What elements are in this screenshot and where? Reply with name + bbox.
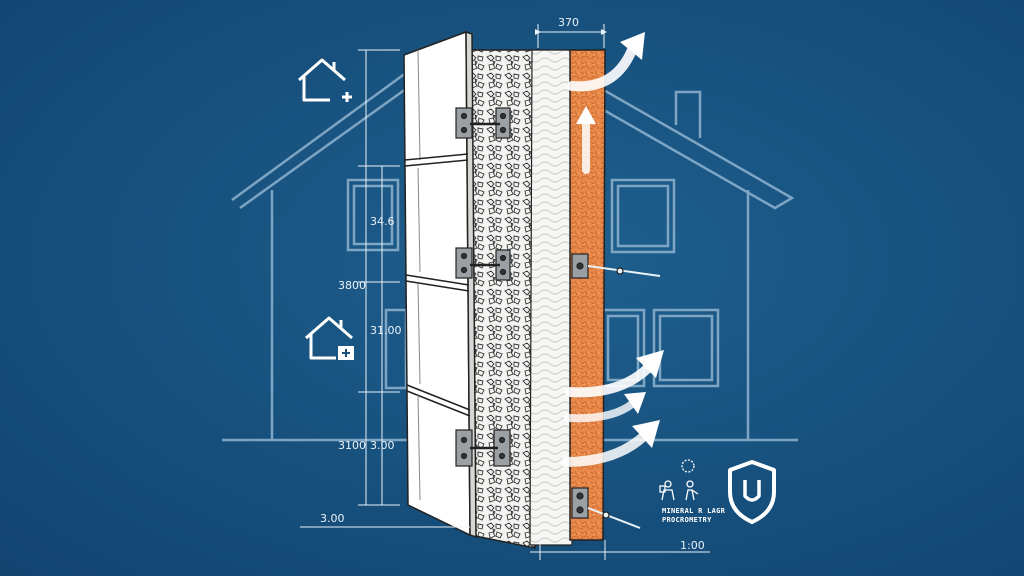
airflow-arrow-low	[561, 431, 649, 467]
house-plus-icon	[298, 58, 352, 102]
anchor-insulation-bottom	[571, 487, 641, 529]
airflow-arrows	[561, 32, 664, 467]
caption-line-2: PROCROMETRY	[662, 516, 712, 524]
window-upper-left	[346, 178, 400, 252]
bracket-middle	[455, 247, 511, 281]
airflow-arrow-mid-1	[565, 363, 653, 398]
dim-top-width: 370	[558, 16, 579, 29]
wall-layer-cladding-panels	[403, 30, 477, 539]
dim-left-inner-3: 3.00	[370, 439, 395, 452]
anchor-insulation-middle	[571, 253, 661, 279]
house-plus-icon	[305, 316, 354, 360]
wall-layer-mineral-wool	[529, 49, 576, 546]
house-chimney	[674, 90, 702, 138]
caption-line-1: MINERAL R LAGR	[662, 507, 726, 515]
shield-icon	[728, 460, 776, 524]
window-upper-right	[610, 178, 676, 254]
window-lower-right	[652, 308, 720, 388]
house-roof-right	[594, 83, 795, 210]
dim-left-outer-1: 3800	[338, 279, 366, 292]
dim-left-inner-1: 34.6	[370, 215, 395, 228]
bracket-top	[455, 107, 511, 139]
dimension-lines	[300, 24, 710, 560]
airflow-arrow-top	[567, 45, 637, 92]
brackets	[455, 107, 661, 529]
dim-left-inner-2: 31.00	[370, 324, 402, 337]
workers-icon	[659, 459, 699, 501]
house-roof-left	[231, 68, 411, 202]
dim-bottom-left: 3.00	[320, 512, 345, 525]
airflow-arrow-mid-2	[564, 400, 636, 423]
house-roof-left-inner	[239, 84, 411, 210]
dim-bottom-width: 1:00	[680, 539, 705, 552]
bracket-bottom	[455, 429, 511, 467]
window-lower-left	[384, 308, 408, 390]
dim-left-outer-2: 3100	[338, 439, 366, 452]
